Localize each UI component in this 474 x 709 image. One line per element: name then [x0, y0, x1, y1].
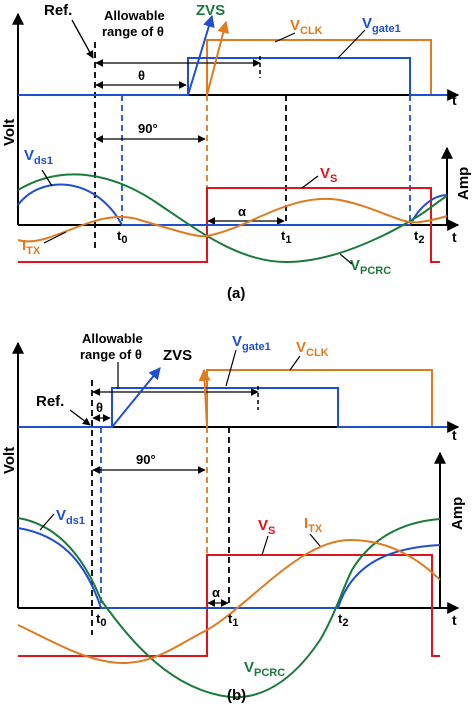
- allowable-range-label-1: Allowable: [82, 331, 143, 346]
- zvs-pointer-orange: [198, 368, 211, 428]
- theta-label: θ: [96, 400, 103, 415]
- alpha-label: α: [212, 585, 220, 600]
- vclk-pointer: [289, 355, 301, 371]
- vs-waveform: [18, 187, 440, 263]
- alpha-label: α: [238, 204, 246, 219]
- panel-a: Ref. Allowable range of θ ZVS θ 90° α Vo…: [1, 2, 472, 302]
- vs-label: VS: [258, 517, 275, 537]
- panel-b-caption: (b): [227, 687, 246, 704]
- ref-label: Ref.: [36, 393, 64, 410]
- zvs-pointer-blue: [111, 367, 161, 428]
- vclk-label: VCLK: [290, 17, 323, 37]
- vds1-pointer: [39, 513, 55, 531]
- vgate1-waveform: [18, 387, 447, 428]
- t2-label: t2: [414, 228, 424, 246]
- vclk-waveform: [206, 39, 432, 95]
- vclk-waveform: [206, 369, 433, 427]
- vds1-pointer: [41, 169, 53, 187]
- itx-waveform: [17, 538, 441, 664]
- upper-t-axis-label: t: [452, 92, 457, 108]
- vs-pointer: [301, 175, 319, 189]
- vpcrc-waveform: [17, 517, 441, 699]
- zvs-pointer-orange: [206, 20, 230, 96]
- lower-t-axis-label: t: [452, 612, 457, 628]
- panel-b: Ref. Allowable range of θ ZVS θ 90° α Vo…: [1, 331, 466, 704]
- t1-label: t1: [228, 611, 238, 629]
- vs-waveform: [18, 554, 440, 657]
- ref-pointer: [71, 19, 94, 59]
- vgate1-label: Vgate1: [362, 15, 401, 35]
- volt-axis-label: Volt: [1, 119, 18, 146]
- vgate1-waveform: [18, 57, 447, 96]
- allowable-range-label-2: range of θ: [102, 24, 164, 39]
- allowable-range-label-1: Allowable: [104, 8, 165, 23]
- vds1-label: Vds1: [56, 507, 85, 527]
- panel-a-caption: (a): [227, 285, 245, 302]
- itx-label: ITX: [304, 515, 323, 535]
- t0-label: t0: [96, 611, 106, 629]
- itx-waveform: [17, 197, 448, 243]
- t2-label: t2: [338, 611, 348, 629]
- ref-label: Ref.: [44, 2, 72, 19]
- vs-pointer: [261, 535, 269, 556]
- volt-axis-label: Volt: [1, 447, 18, 474]
- t0-label: t0: [117, 228, 127, 246]
- amp-axis-label: Amp: [455, 167, 472, 200]
- ninety-label: 90°: [136, 452, 156, 467]
- itx-pointer: [43, 231, 67, 244]
- vpcrc-pointer: [339, 253, 353, 265]
- zvs-label: ZVS: [163, 347, 192, 364]
- vds1-waveform: [17, 183, 448, 226]
- vds1-label: Vds1: [24, 147, 53, 167]
- t1-label: t1: [281, 228, 291, 246]
- vgate1-label: Vgate1: [232, 333, 271, 353]
- vpcrc-waveform: [17, 173, 448, 264]
- ninety-label: 90°: [138, 121, 158, 136]
- vgate1-pointer: [337, 29, 366, 59]
- ref-pointer: [69, 409, 91, 426]
- vclk-pointer: [274, 32, 296, 43]
- zvs-label: ZVS: [196, 2, 225, 19]
- upper-t-axis-label: t: [452, 427, 457, 443]
- amp-axis-label: Amp: [449, 497, 466, 530]
- lower-t-axis-label: t: [452, 229, 457, 245]
- vpcrc-label: VPCRC: [350, 257, 391, 277]
- vclk-label: VCLK: [296, 339, 329, 359]
- zvs-pointer-blue: [187, 14, 215, 96]
- vds1-waveform: [17, 527, 441, 609]
- itx-label: ITX: [22, 237, 41, 257]
- theta-label: θ: [138, 68, 145, 83]
- vs-label: VS: [320, 165, 337, 185]
- allowable-range-label-2: range of θ: [80, 347, 142, 362]
- vpcrc-label: VPCRC: [244, 659, 285, 679]
- vgate1-pointer: [225, 349, 237, 387]
- itx-pointer: [309, 533, 321, 547]
